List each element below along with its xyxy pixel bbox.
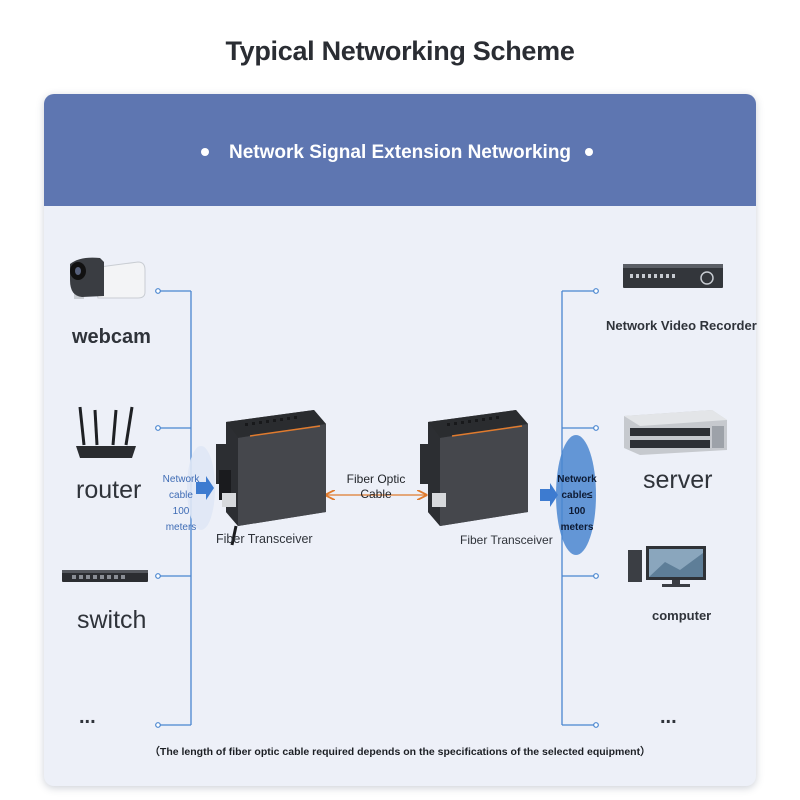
device-label-computer: computer [652, 608, 712, 623]
left-cable-label: Network cable 100 meters [162, 474, 200, 533]
device-label-more-left: ... [79, 706, 96, 728]
banner-dot-left [201, 148, 209, 156]
server-icon [624, 410, 727, 455]
left-node-dot [155, 722, 161, 728]
banner-title: Network Signal Extension Networking [228, 142, 572, 163]
transceiver-label-right: Fiber Transceiver [460, 533, 553, 547]
page-title: Typical Networking Scheme [225, 36, 575, 66]
arrow-right-icon [196, 476, 214, 500]
right-cable-label: Network cable≤ 100 meters [557, 474, 597, 533]
banner-dot-right [585, 148, 593, 156]
computer-icon [628, 546, 706, 587]
device-label-switch: switch [77, 606, 147, 634]
router-icon [76, 406, 136, 458]
device-label-router: router [76, 476, 142, 504]
footnote: （The length of fiber optic cable require… [149, 746, 651, 758]
banner: Network Signal Extension Networking [44, 94, 756, 206]
right-node-dot [593, 425, 599, 431]
fiber-transceiver-icon [216, 410, 326, 546]
device-label-nvr: Network Video Recorder [606, 318, 757, 333]
nvr-icon [623, 264, 723, 288]
device-label-webcam: webcam [72, 326, 151, 348]
webcam-icon [70, 257, 146, 299]
right-cable-glow [556, 435, 596, 555]
right-node-dot [593, 722, 599, 728]
right-node-dot [593, 573, 599, 579]
switch-icon [62, 570, 148, 582]
arrow-right-icon [540, 483, 558, 507]
transceiver-label-left: Fiber Transceiver [216, 532, 313, 546]
left-node-dot [155, 288, 161, 294]
device-label-more-right: ... [660, 706, 677, 728]
right-node-dot [593, 288, 599, 294]
fiber-transceiver-icon [420, 410, 528, 526]
fiber-cable-label: Fiber Optic Cable [346, 472, 406, 501]
left-node-dot [155, 425, 161, 431]
left-node-dot [155, 573, 161, 579]
device-label-server: server [643, 466, 713, 494]
